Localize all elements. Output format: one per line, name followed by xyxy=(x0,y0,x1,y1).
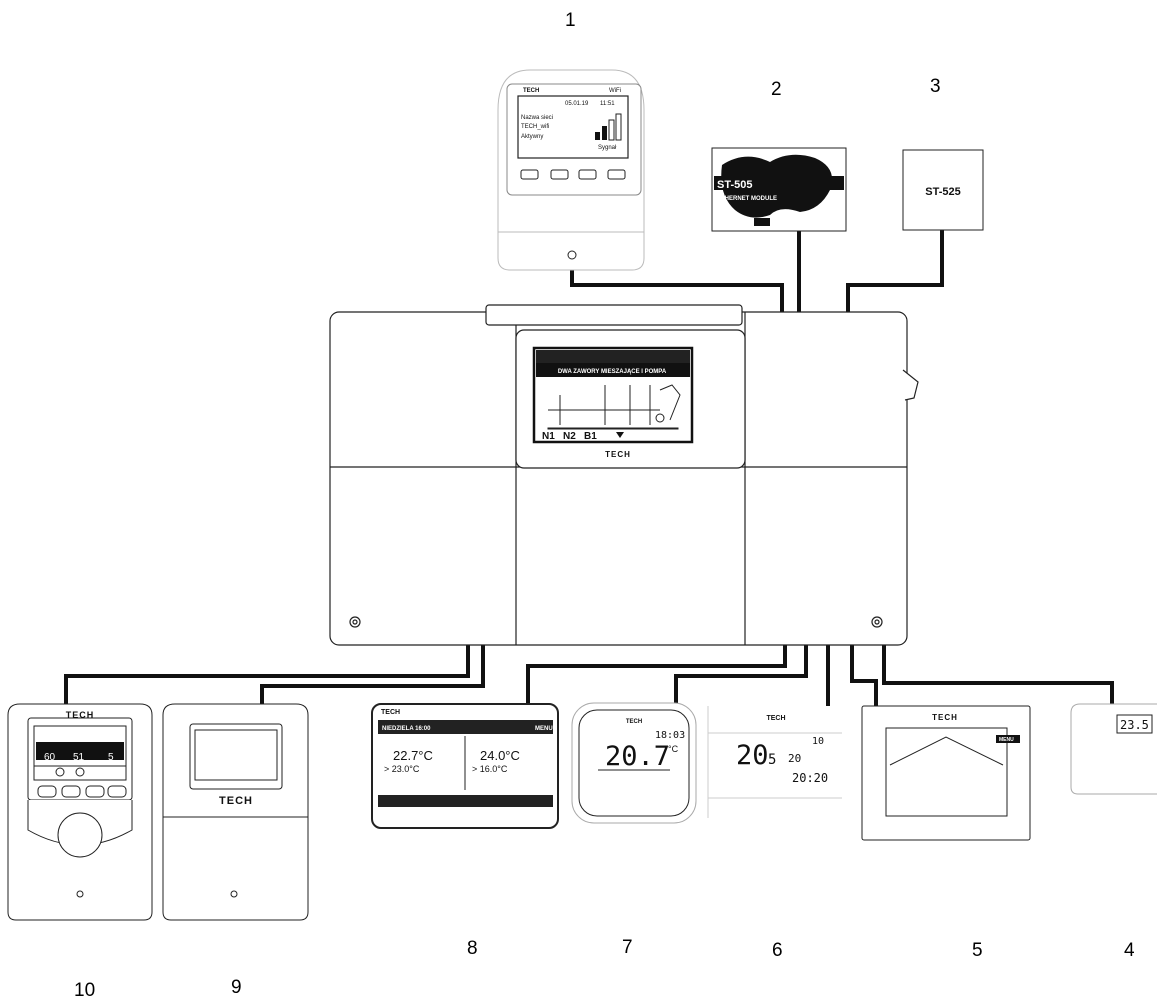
device-1-menu-line3: Aktywny xyxy=(521,134,543,140)
label-4: 4 xyxy=(1124,940,1135,961)
label-7: 7 xyxy=(622,937,633,958)
device-7-clock: 18:03 xyxy=(655,730,685,741)
device-6-wall-regulator xyxy=(707,706,842,818)
cable-device-9 xyxy=(260,645,485,704)
main-tab-b1: B1 xyxy=(584,431,597,442)
device-8-right-set: > 16.0°C xyxy=(472,764,508,774)
device-4-room-sensor xyxy=(1070,703,1157,795)
device-1-wifi-module xyxy=(497,69,645,271)
device-6-temp-decimal: 5 xyxy=(768,752,776,768)
cable-device-8 xyxy=(526,645,787,706)
main-tab-n2: N2 xyxy=(563,431,576,442)
label-1: 1 xyxy=(565,10,576,31)
label-9: 9 xyxy=(231,977,242,998)
device-8-header-day: NIEDZIELA 16:00 xyxy=(382,726,431,732)
device-10-brand: TECH xyxy=(66,710,95,720)
device-6-temp-main: 20 xyxy=(736,740,769,771)
device-8-right-temp: 24.0°C xyxy=(480,748,520,763)
device-5-brand: TECH xyxy=(932,713,958,722)
device-2-subtitle: ETHERNET MODULE xyxy=(717,196,777,202)
label-8: 8 xyxy=(467,938,478,959)
device-2-model: ST-505 xyxy=(717,179,752,191)
device-9-controller xyxy=(162,703,309,921)
device-7-temp: 20.7 xyxy=(605,741,670,772)
cable-device-7 xyxy=(674,645,808,706)
device-1-brand: TECH xyxy=(523,88,539,94)
device-6-outside: 10 xyxy=(812,736,824,747)
device-1-wifi-label: WiFi xyxy=(609,88,621,94)
device-6-brand: TECH xyxy=(766,715,785,722)
cable-device-5 xyxy=(850,645,878,706)
device-6-temp-set: 20 xyxy=(788,752,801,765)
device-7-brand: TECH xyxy=(626,719,642,725)
device-3-module xyxy=(902,149,984,231)
device-10-controller xyxy=(7,703,153,921)
cable-device-3 xyxy=(846,229,944,313)
device-3-model: ST-525 xyxy=(925,186,960,198)
device-8-room-panel xyxy=(371,703,559,829)
device-5-touch-panel xyxy=(861,705,1031,841)
device-7-unit: °C xyxy=(668,744,679,754)
connection-lines xyxy=(64,229,1114,706)
device-8-header-menu: MENU xyxy=(535,726,553,732)
main-brand-logo: TECH xyxy=(605,450,631,459)
cable-device-4 xyxy=(882,645,1114,706)
device-9-brand: TECH xyxy=(219,795,253,807)
main-down-arrow-icon xyxy=(616,432,624,438)
device-1-menu-line2: TECH_wifi xyxy=(521,124,549,130)
label-5: 5 xyxy=(972,940,983,961)
label-10: 10 xyxy=(74,980,96,1001)
device-6-clock: 20:20 xyxy=(792,771,828,785)
device-7-thermostat xyxy=(571,702,697,824)
device-1-date: 05.01.19 xyxy=(565,101,589,107)
device-4-temp: 23.5 xyxy=(1120,718,1149,732)
device-5-badge: MENU xyxy=(999,737,1014,743)
main-tab-n1: N1 xyxy=(542,431,555,442)
main-screen-content xyxy=(536,350,690,430)
device-8-left-temp: 22.7°C xyxy=(393,748,433,763)
device-10-value-2: 51 xyxy=(73,752,85,763)
device-10-value-1: 60 xyxy=(44,752,56,763)
device-8-brand: TECH xyxy=(381,709,400,716)
device-1-signal-label: Sygnał xyxy=(598,145,617,151)
device-10-value-3: 5 xyxy=(108,752,114,763)
main-screen-title: DWA ZAWORY MIESZAJĄCE I POMPA xyxy=(558,369,667,375)
device-1-time: 11:51 xyxy=(600,101,615,107)
cable-device-1 xyxy=(570,258,784,313)
label-2: 2 xyxy=(771,79,782,100)
device-1-menu-line1: Nazwa sieci xyxy=(521,115,553,121)
label-6: 6 xyxy=(772,940,783,961)
label-3: 3 xyxy=(930,76,941,97)
device-2-ethernet-module xyxy=(711,147,847,232)
device-8-left-set: > 23.0°C xyxy=(384,764,420,774)
cable-device-10 xyxy=(64,645,470,704)
